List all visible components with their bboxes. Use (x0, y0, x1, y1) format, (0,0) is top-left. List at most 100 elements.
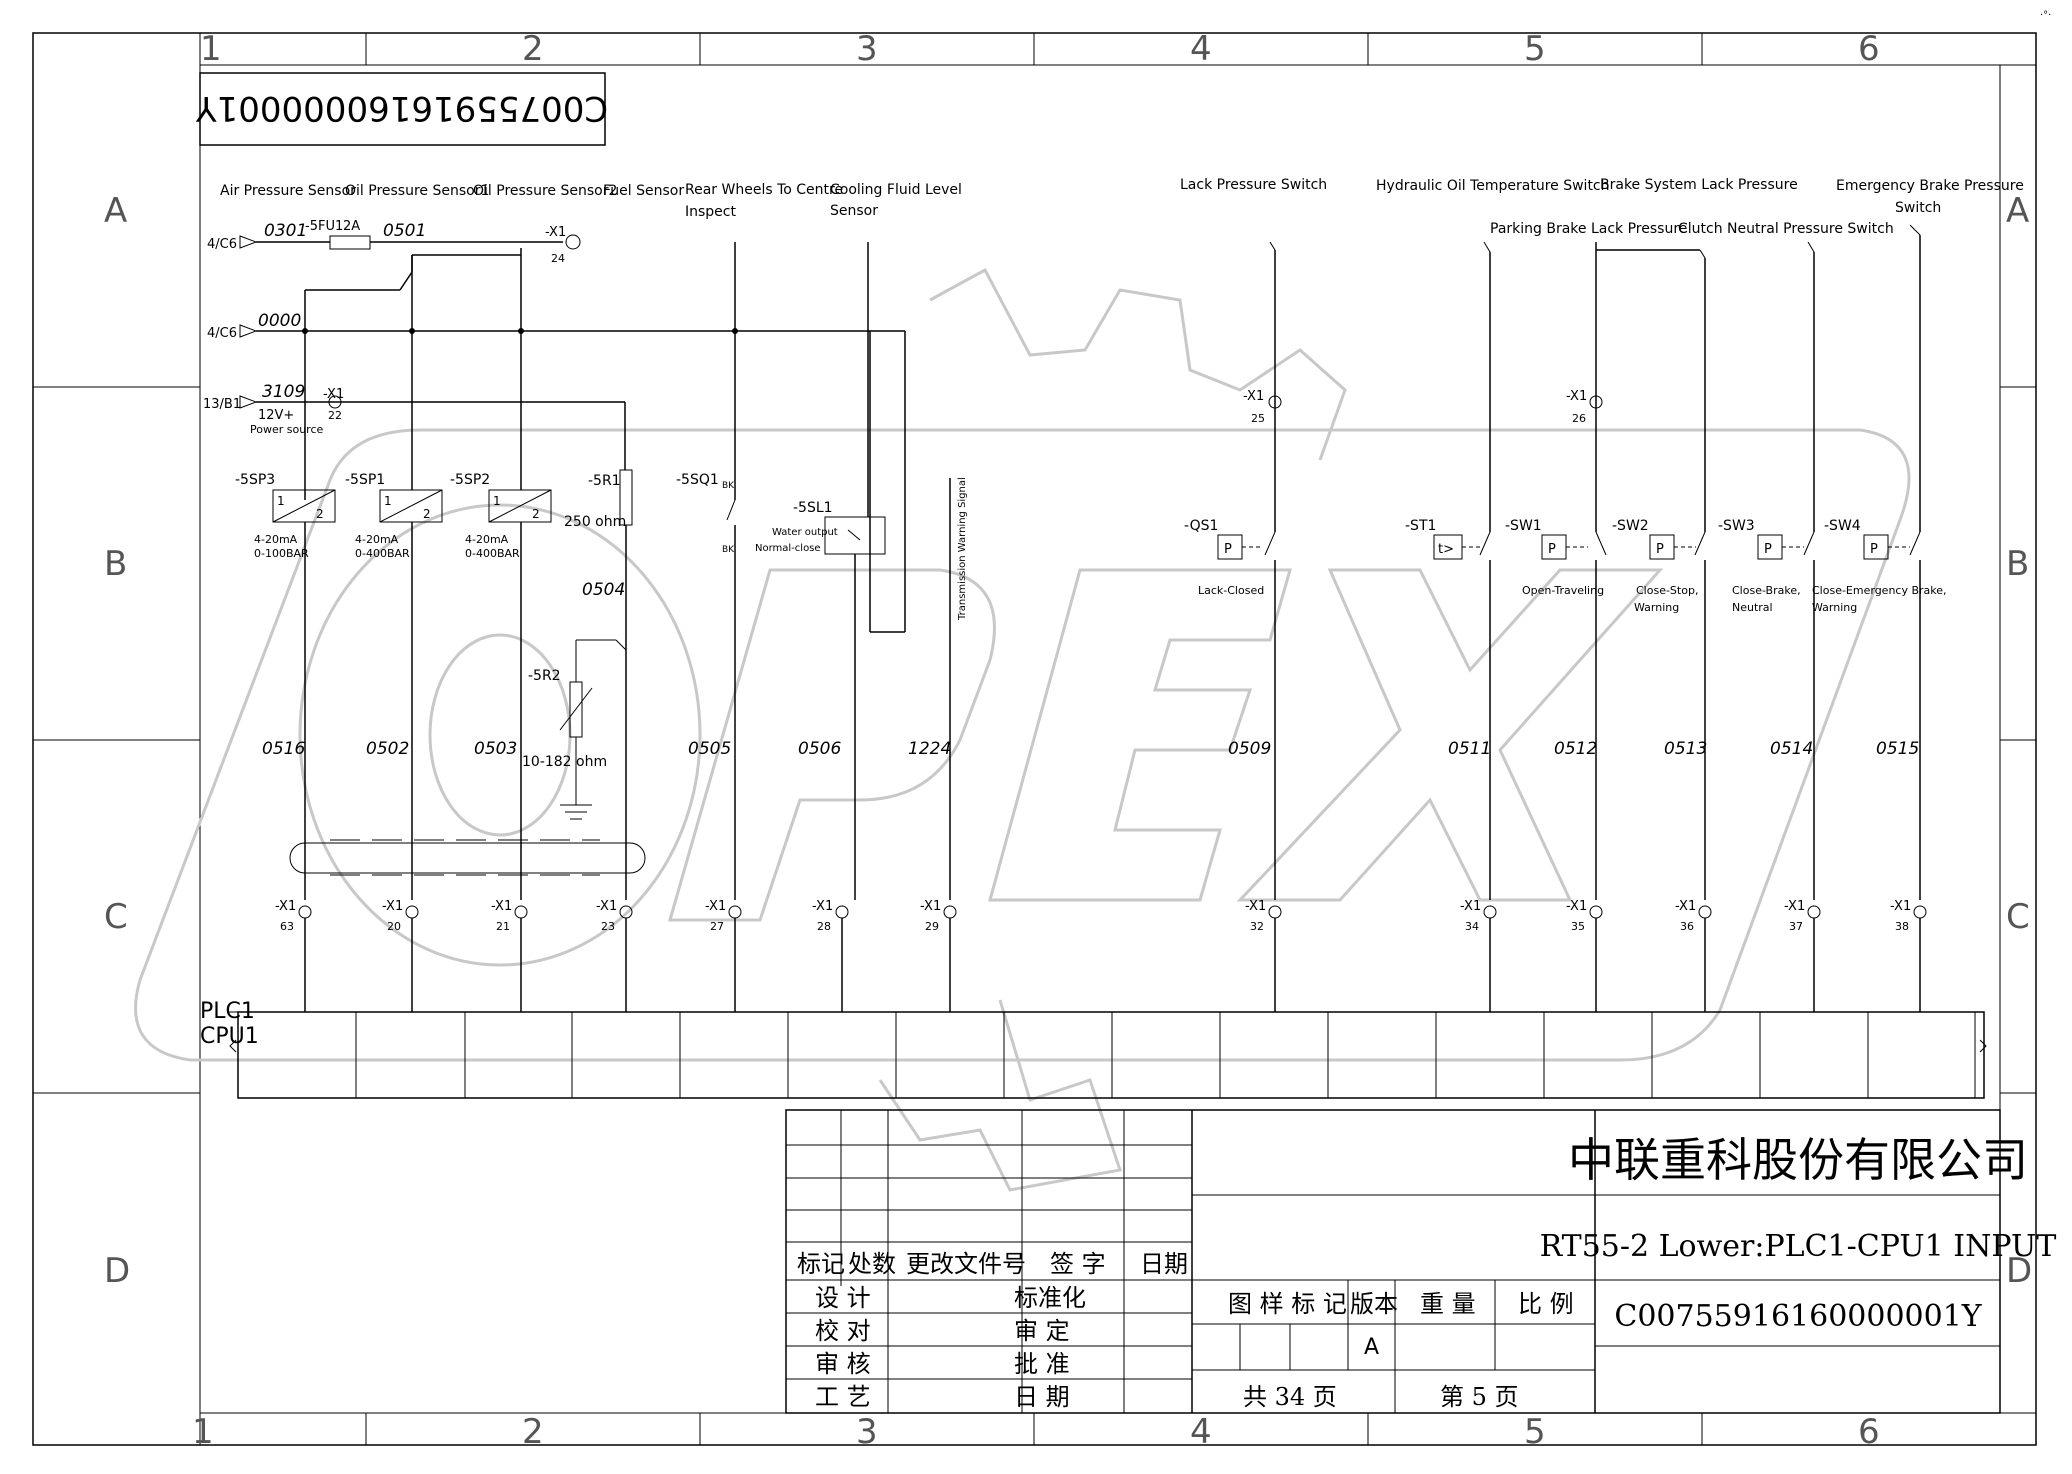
tag-5r1: -5R1 (588, 473, 621, 489)
net-label: 0511 (1448, 739, 1491, 759)
terminal-circle (943, 905, 957, 919)
svg-text:2: 2 (316, 507, 324, 521)
label-emergency-brake-1: Emergency Brake Pressure (1836, 178, 2024, 194)
company-name: 中联重科股份有限公司 (1568, 1133, 2028, 1187)
terminal-x1-24 (565, 234, 581, 250)
label-hydraulic-oil-temp: Hydraulic Oil Temperature Switch (1376, 178, 1610, 194)
zone-col-2: 2 (522, 29, 544, 69)
rev-header-doc: 更改文件号 (906, 1250, 1026, 1278)
analog-sensors: -5SP3 1 2 4-20mA 0-100BAR -5SP1 1 2 4-20… (235, 242, 968, 900)
svg-text:P: P (1870, 542, 1878, 557)
terminal-number: 36 (1680, 920, 1694, 933)
state-sw2-1: Close-Stop, (1636, 584, 1698, 597)
svg-text:26: 26 (1572, 412, 1586, 425)
tag-5sl1: -5SL1 (793, 500, 833, 516)
zone-column-labels-bottom: 1 2 3 4 5 6 (192, 1412, 1880, 1452)
svg-text:P: P (1764, 542, 1772, 557)
net-labels: 0516 0502 0503 0505 0506 1224 0509 0511 … (262, 739, 1919, 759)
terminal-circle (728, 905, 742, 919)
label-cooling-fluid-1: Cooling Fluid Level (830, 182, 962, 198)
supply-wire-0000: 0000 (258, 311, 301, 331)
corner-mark: ·°· (2040, 10, 2051, 21)
zone-row-a: A (104, 191, 127, 231)
svg-text:24: 24 (551, 252, 565, 265)
net-0504: 0504 (582, 580, 625, 600)
label-rear-wheels-2: Inspect (685, 204, 736, 220)
rev-header-count: 处数 (848, 1250, 896, 1278)
svg-text:Water output: Water output (772, 527, 838, 538)
role-approve-final: 审 定 (1014, 1317, 1070, 1345)
zone-row-c-right: C (2006, 897, 2030, 937)
drawing-number-mirrored-group: C00755916160000001Y (196, 88, 608, 128)
fuse-tag: -5FU1 (305, 219, 343, 234)
sensor-5sp1 (379, 489, 443, 523)
supply-ref-1: 4/C6 (207, 237, 237, 252)
terminal-tag: -X1 (1675, 899, 1696, 914)
terminal-number: 27 (710, 920, 724, 933)
state-sw2-2: Warning (1634, 601, 1679, 614)
svg-text:-X1: -X1 (1243, 389, 1264, 404)
net-label: 0516 (262, 739, 305, 759)
terminal-tag: -X1 (1460, 899, 1481, 914)
tag-sw3: -SW3 (1718, 518, 1755, 534)
tag-5r2: -5R2 (528, 668, 561, 684)
net-label: 0514 (1770, 739, 1813, 759)
drawing-number-mirrored: C00755916160000001Y (196, 88, 608, 128)
zone-column-labels-top: 1 2 3 4 5 6 (200, 29, 1880, 69)
terminal-tag: -X1 (1890, 899, 1911, 914)
state-sw3-1: Close-Brake, (1732, 584, 1801, 597)
tag-sw2: -SW2 (1612, 518, 1649, 534)
zone-row-c: C (104, 897, 128, 937)
role-standard: 标准化 (1014, 1284, 1086, 1312)
terminal-number: 34 (1465, 920, 1479, 933)
net-label: 0505 (688, 739, 731, 759)
info-drawing-mark: 图 样 标 记 (1228, 1290, 1347, 1318)
r1-value: 250 ohm (564, 514, 626, 530)
plc-strip: PLC1 CPU1 (200, 999, 1987, 1099)
svg-text:BK: BK (722, 481, 735, 491)
net-label: 0515 (1876, 739, 1919, 759)
zone-col-2-bottom: 2 (522, 1412, 544, 1452)
terminal-circle (1268, 905, 1282, 919)
zone-row-a-right: A (2006, 191, 2029, 231)
terminal-tag: -X1 (1245, 899, 1266, 914)
terminal-tag: -X1 (1566, 899, 1587, 914)
label-rear-wheels-1: Rear Wheels To Centre (685, 182, 843, 198)
title-block: 标记 处数 更改文件号 签 字 日期 设 计 校 对 审 核 工 艺 标准化 审… (785, 1109, 2056, 1414)
transmission-label-group: Transmission Warning Signal (957, 477, 968, 621)
zone-col-1-bottom: 1 (192, 1412, 214, 1452)
svg-text:1: 1 (493, 494, 501, 508)
terminal-tag: -X1 (382, 899, 403, 914)
zone-col-4: 4 (1190, 29, 1212, 69)
svg-text:-X1: -X1 (545, 225, 566, 240)
svg-text:t>: t> (1438, 542, 1454, 557)
net-label: 0502 (366, 739, 409, 759)
label-oil-pressure-sensor-2: Oil Pressure Sensor2 (473, 183, 617, 199)
terminal-number: 38 (1895, 920, 1909, 933)
zone-col-5-bottom: 5 (1524, 1412, 1546, 1452)
sensor-5sp2 (488, 489, 552, 523)
page-number: 第 5 页 (1440, 1383, 1519, 1411)
sensor-5sp3 (272, 489, 336, 523)
terminal-number: 37 (1789, 920, 1803, 933)
zone-col-6: 6 (1858, 29, 1880, 69)
supply-rails: 4/C6 0301 -5FU1 2A 0501 -X1 24 4/C6 0000… (203, 219, 906, 633)
label-parking-brake: Parking Brake Lack Pressure (1490, 221, 1687, 237)
svg-text:4-20mA: 4-20mA (355, 533, 399, 546)
label-air-pressure-sensor: Air Pressure Sensor (220, 183, 356, 199)
tag-5sp3: -5SP3 (235, 472, 275, 488)
terminal-tag: -X1 (491, 899, 512, 914)
terminal-tag: -X1 (920, 899, 941, 914)
tag-5sp1: -5SP1 (345, 472, 385, 488)
terminal-number: 28 (817, 920, 831, 933)
role-approve: 批 准 (1014, 1350, 1070, 1378)
plc-label-2: CPU1 (200, 1024, 259, 1049)
svg-text:-X1: -X1 (1566, 389, 1587, 404)
info-weight: 重 量 (1420, 1290, 1476, 1318)
zone-row-d-right: D (2006, 1251, 2032, 1291)
svg-text:0-400BAR: 0-400BAR (355, 547, 410, 560)
